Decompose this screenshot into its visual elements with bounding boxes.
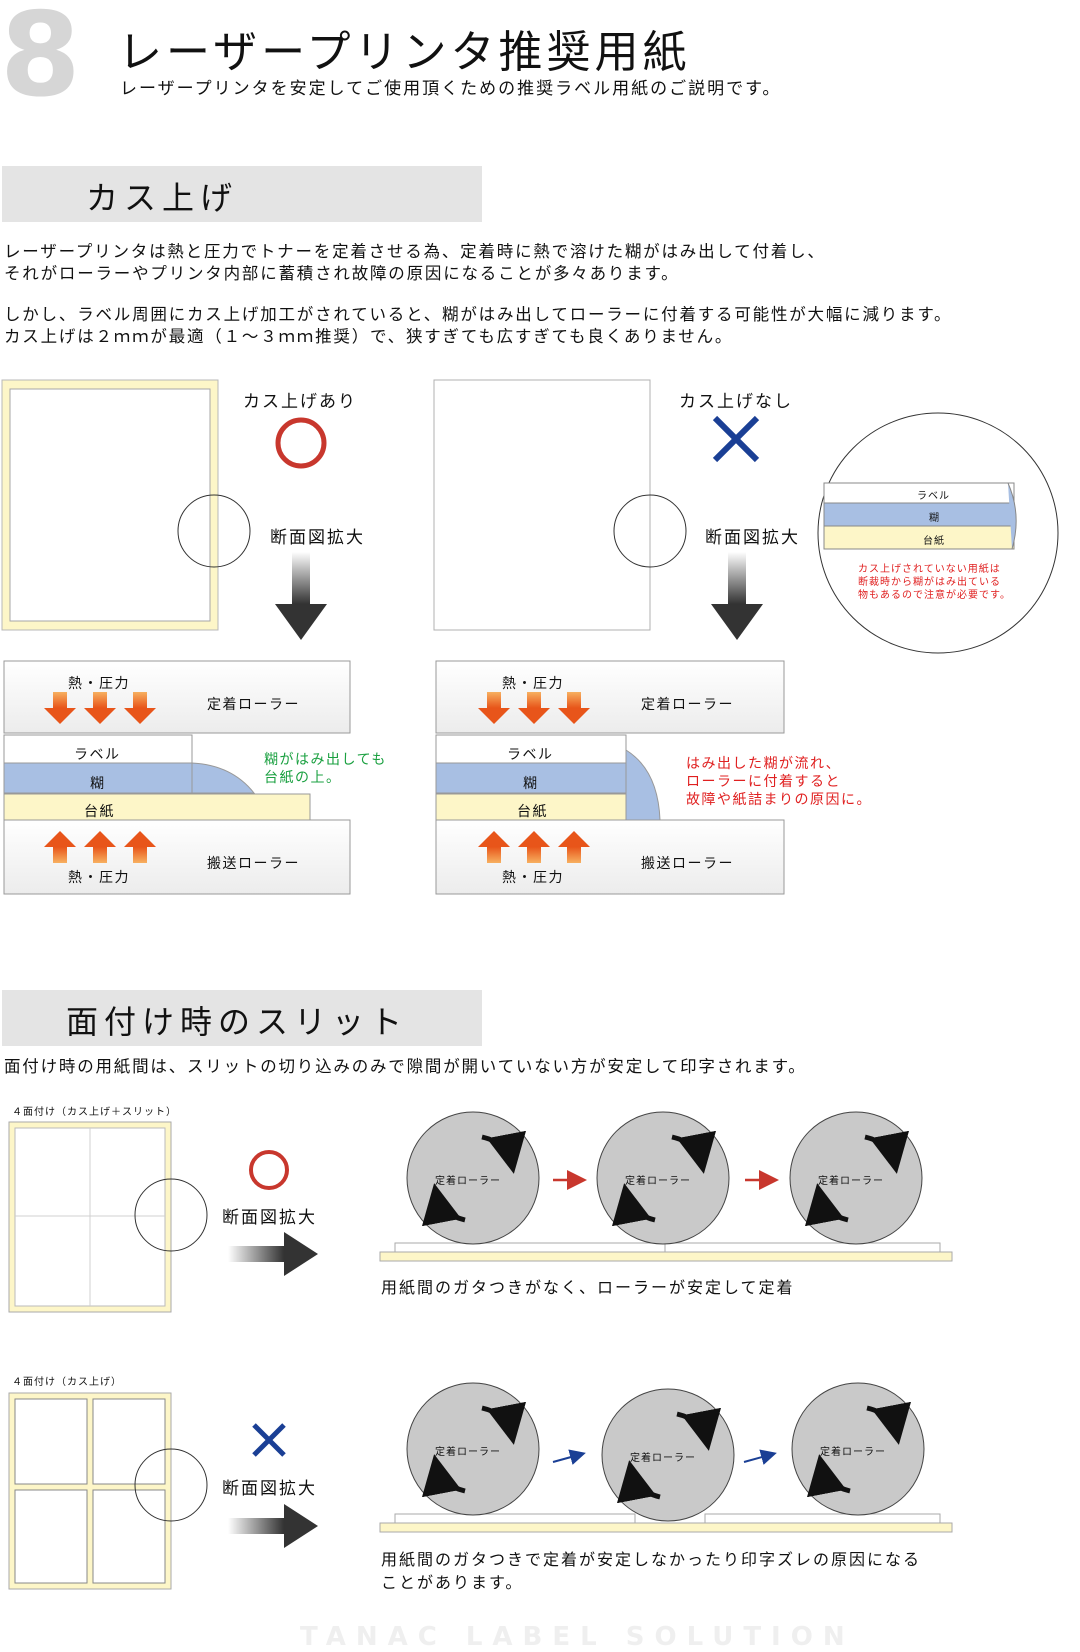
feed-roller-label: 搬送ローラー [641,856,734,872]
heat-pressure-label: 熱・圧力 [502,870,564,886]
layer-label-text: ラベル [507,747,554,763]
result-text: 用紙間のガタつきで定着が安定しなかったり印字ズレの原因になる [381,1550,922,1569]
detail-magnifier [817,412,1059,654]
paragraph-line: カス上げは２ｍｍが最適（１～３ｍｍ推奨）で、狭すぎても広すぎても良くありません。 [4,327,734,346]
zoom-circle-right [613,494,687,568]
glue-warning-line: ローラーに付着すると [686,774,841,790]
no-margin-label: カス上げなし [679,392,793,412]
detail-layer-label: ラベル [917,491,950,502]
roller-label: 定着ローラー [630,1453,696,1464]
roller-label: 定着ローラー [625,1176,691,1187]
roller-label: 定着ローラー [818,1176,884,1187]
heat-arrows-down-left [44,692,156,724]
glue-warning-line: はみ出した糊が流れ、 [686,756,842,772]
layer-base-text: 台紙 [517,804,548,820]
right-arrow-row1 [228,1232,318,1276]
paragraph-line: それがローラーやプリンタ内部に蓄積され故障の原因になることが多々あります。 [4,264,680,283]
glue-note-line: 台紙の上。 [264,770,342,786]
paragraph-line: 面付け時の用紙間は、スリットの切り込みのみで隙間が開いていない方が安定して印字さ… [4,1057,807,1076]
layer-label-text: ラベル [74,747,121,763]
page-subtitle: レーザープリンタを安定してご使用頂くための推奨ラベル用紙のご説明です。 [120,79,782,99]
section-number: 8 [0,0,81,123]
section-heading-band: 面付け時のスリット [2,990,482,1046]
paragraph-line: しかし、ラベル周囲にカス上げ加工がされていると、糊がはみ出してローラーに付着する… [4,305,953,324]
section-heading: 面付け時のスリット [66,1003,409,1041]
right-arrow-row2 [228,1504,318,1548]
heat-arrows-up-right [478,831,590,863]
detail-layer-base: 台紙 [923,536,945,547]
with-margin-label: カス上げあり [243,392,357,412]
sheet-with-margin [1,379,219,631]
zoom-label: 断面図拡大 [705,528,800,548]
layer-glue-text: 糊 [523,776,539,792]
down-arrow-right [711,552,763,640]
roller-label: 定着ローラー [435,1447,501,1458]
sheet-caption: ４面付け（カス上げ＋スリット） [12,1107,177,1118]
sheet-caption: ４面付け（カス上げ） [12,1377,122,1388]
detail-note-line: カス上げされていない用紙は [858,564,1001,575]
feed-roller-label: 搬送ローラー [207,856,300,872]
page-title: レーザープリンタ推奨用紙 [118,27,691,78]
heat-pressure-label: 熱・圧力 [502,676,564,692]
result-text: 用紙間のガタつきがなく、ローラーが安定して定着 [381,1278,795,1297]
roller-label: 定着ローラー [820,1447,886,1458]
ng-cross-mark [712,415,760,463]
detail-layer-glue: 糊 [929,513,940,524]
layer-glue-text: 糊 [90,776,106,792]
detail-note-line: 物もあるので注意が必要です。 [858,590,1011,601]
zoom-circle-row2 [134,1448,208,1522]
section-heading-band: カス上げ [2,166,482,222]
heat-pressure-label: 熱・圧力 [68,870,130,886]
fixing-roller-label: 定着ローラー [207,697,300,713]
sheet-no-margin [433,379,651,631]
ng-cross-mark-row2 [252,1423,286,1457]
layer-base-text: 台紙 [84,804,115,820]
heat-arrows-down-right [478,692,590,724]
heat-pressure-label: 熱・圧力 [68,676,130,692]
footer-watermark: TANAC LABEL SOLUTION [300,1622,855,1652]
ok-circle-mark [275,417,327,469]
detail-note-line: 断裁時から糊がはみ出ている [858,577,1001,588]
sheet-4up [8,1392,172,1590]
down-arrow-left [275,552,327,640]
zoom-circle-left [177,494,251,568]
zoom-circle-row1 [134,1178,208,1252]
roller-label: 定着ローラー [435,1176,501,1187]
rotation-arrows-row1 [421,1130,910,1227]
section-heading: カス上げ [86,179,239,217]
flow-arrows-row2 [552,1449,777,1465]
zoom-label: 断面図拡大 [222,1208,317,1228]
substrate-row2 [379,1513,953,1533]
glue-note-line: 糊がはみ出しても [264,752,387,768]
rotation-arrows-row2 [421,1401,912,1504]
ok-circle-mark-row1 [249,1150,289,1190]
glue-warning-line: 故障や紙詰まりの原因に。 [686,792,872,808]
fixing-roller-label: 定着ローラー [641,697,734,713]
result-text: ことがあります。 [381,1573,524,1592]
sheet-4up-slit [8,1121,172,1313]
zoom-label: 断面図拡大 [270,528,365,548]
zoom-label: 断面図拡大 [222,1479,317,1499]
paragraph-line: レーザープリンタは熱と圧力でトナーを定着させる為、定着時に熱で溶けた糊がはみ出し… [4,242,826,261]
heat-arrows-up-left [44,831,156,863]
substrate-row1 [379,1242,953,1262]
